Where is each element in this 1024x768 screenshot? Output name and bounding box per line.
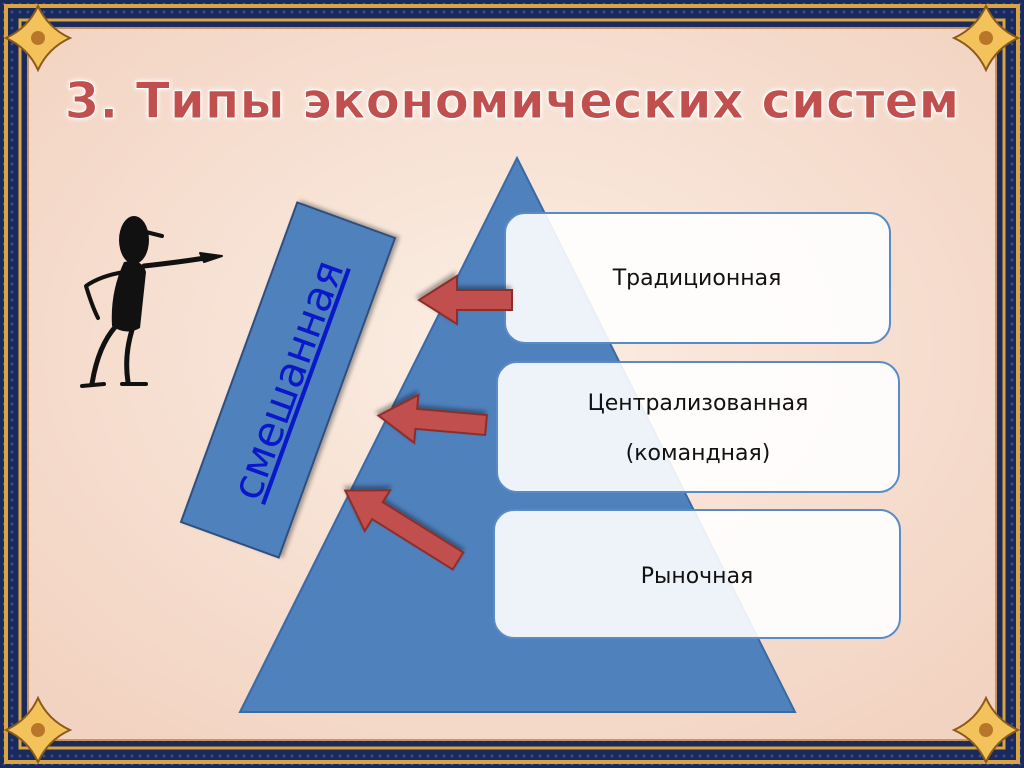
box-centralized: Централизованная (командная) — [496, 361, 900, 493]
box-traditional-label: Традиционная — [612, 266, 782, 291]
pointing-figure-icon — [80, 216, 223, 388]
corner-ornament-bottom-left — [3, 695, 73, 765]
box-centralized-label-line-1: Централизованная — [588, 391, 809, 416]
arrow-from-market — [343, 489, 465, 571]
box-traditional: Традиционная — [504, 212, 891, 344]
corner-ornament-top-right — [951, 3, 1021, 73]
corner-ornament-bottom-right — [951, 695, 1021, 765]
slide-title: 3. Типы экономических систем — [65, 72, 960, 130]
mixed-banner: смешанная — [179, 201, 397, 559]
corner-ornament-top-left — [3, 3, 73, 73]
box-market-label: Рыночная — [641, 564, 754, 589]
box-centralized-label-line-2: (командная) — [626, 441, 771, 466]
box-market: Рыночная — [493, 509, 901, 639]
arrow-from-traditional — [417, 274, 513, 326]
arrow-from-centralized — [376, 393, 488, 445]
